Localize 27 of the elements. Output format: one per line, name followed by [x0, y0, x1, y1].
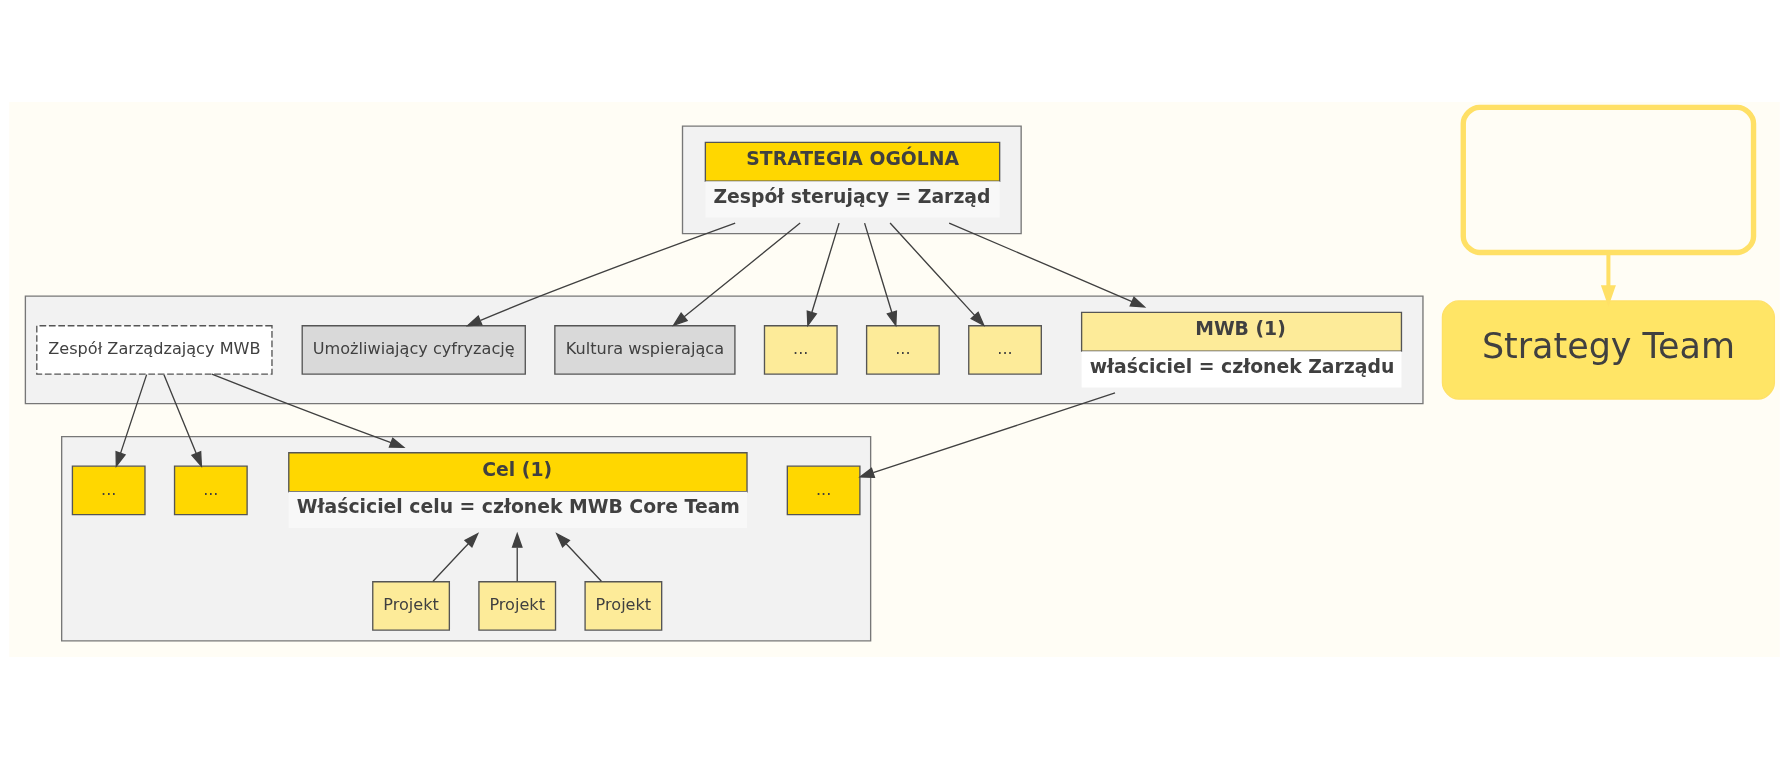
arrow [511, 531, 523, 582]
node-box: ... [763, 325, 838, 375]
node-box: ... [786, 465, 861, 516]
node-box: Projekt [372, 581, 451, 631]
node-box: Umożliwiający cyfryzację [301, 325, 526, 375]
arrow [465, 222, 736, 327]
arrow [863, 222, 898, 328]
arrow [432, 532, 480, 582]
arrow [806, 222, 840, 328]
node-box: ... [865, 325, 940, 375]
arrow [672, 222, 801, 327]
node-box: ... [968, 325, 1042, 375]
node-box: Strategy Team [1441, 300, 1776, 400]
node-box: Zespół Zarządzający MWB [36, 325, 273, 375]
node-box: Kultura wspierająca [554, 325, 736, 375]
arrow [163, 373, 203, 468]
cluster [681, 125, 1022, 235]
arrow [555, 532, 603, 582]
node-box: ... [173, 465, 248, 516]
node-box: ... [71, 465, 146, 516]
node-box [1460, 104, 1757, 256]
node-box: Projekt [584, 581, 663, 631]
node-box: Projekt [478, 581, 557, 631]
arrow [858, 392, 1116, 478]
arrow [948, 222, 1147, 308]
arrow [115, 373, 148, 468]
arrow [889, 222, 986, 327]
